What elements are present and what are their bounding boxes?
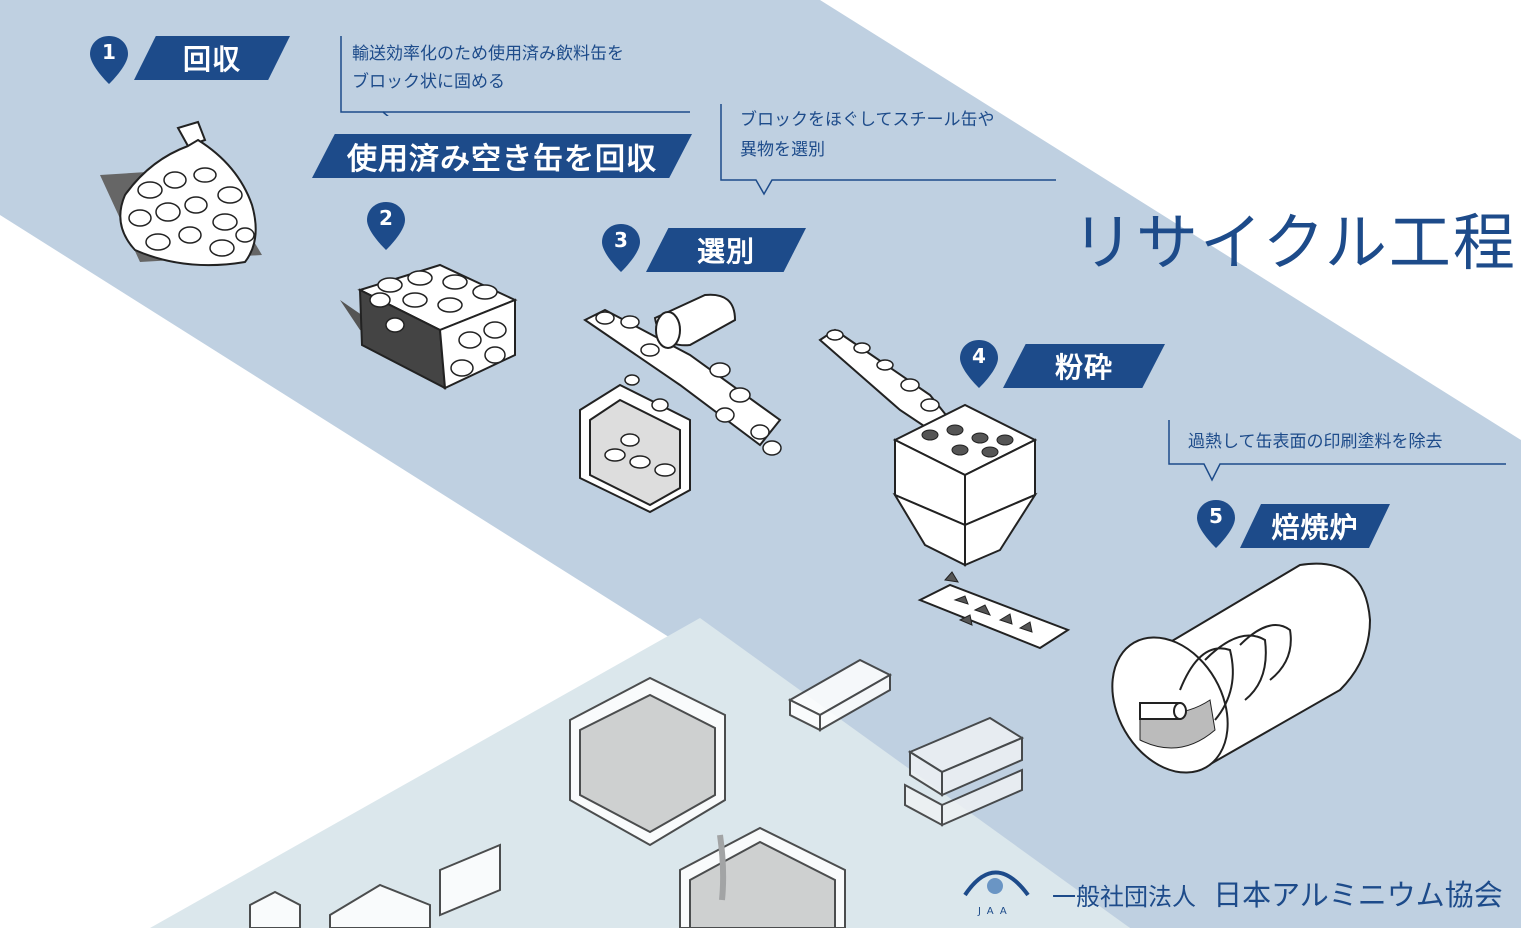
note-3-callout-frame [1168,420,1506,482]
note-3-line-1: 過熱して缶表面の印刷塗料を除去 [1188,432,1443,452]
step-1-subtitle-banner: 使用済み空き缶を回収 [312,134,692,178]
note-1-callout-frame [340,36,690,116]
step-5-number: 5 [1209,504,1223,528]
note-2-line-1: ブロックをほぐしてスチール缶や [740,110,995,130]
note-2-line-2: 異物を選別 [740,140,825,160]
note-1-line-2: ブロック状に固める [352,72,505,92]
can-block-illustration [340,263,518,390]
can-bag-illustration [100,120,262,267]
step-2-number: 2 [379,206,393,230]
step-3-pin-icon [602,224,640,272]
step-5-pin-icon [1197,500,1235,548]
kiln-illustration [1111,562,1372,774]
step-4-number: 4 [972,344,986,368]
crusher-illustration [818,328,1071,650]
step-3-banner: 選別 [646,228,806,272]
note-2-callout-frame [720,104,1056,196]
page-title: リサイクル工程 [1072,206,1517,279]
note-1-line-1: 輸送効率化のため使用済み飲料缶を [352,44,624,64]
step-2-pin-icon [367,202,405,250]
sorting-illustration [579,293,782,514]
jaa-logo [963,870,1030,897]
step-1-number: 1 [102,40,116,64]
footer-organization: 一般社団法人 日本アルミニウム協会 [1052,872,1503,914]
org-type: 一般社団法人 [1052,883,1196,911]
jaa-logo-text: JAA [978,906,1013,917]
step-4-banner: 粉砕 [1003,344,1165,388]
step-4-pin-icon [960,340,998,388]
step-1-banner: 回収 [134,36,290,80]
org-name: 日本アルミニウム協会 [1213,878,1503,912]
lower-factory-illustration [249,658,1025,928]
step-3-number: 3 [614,228,628,252]
step-5-banner: 焙焼炉 [1240,504,1390,548]
step-1-pin-icon [90,36,128,84]
